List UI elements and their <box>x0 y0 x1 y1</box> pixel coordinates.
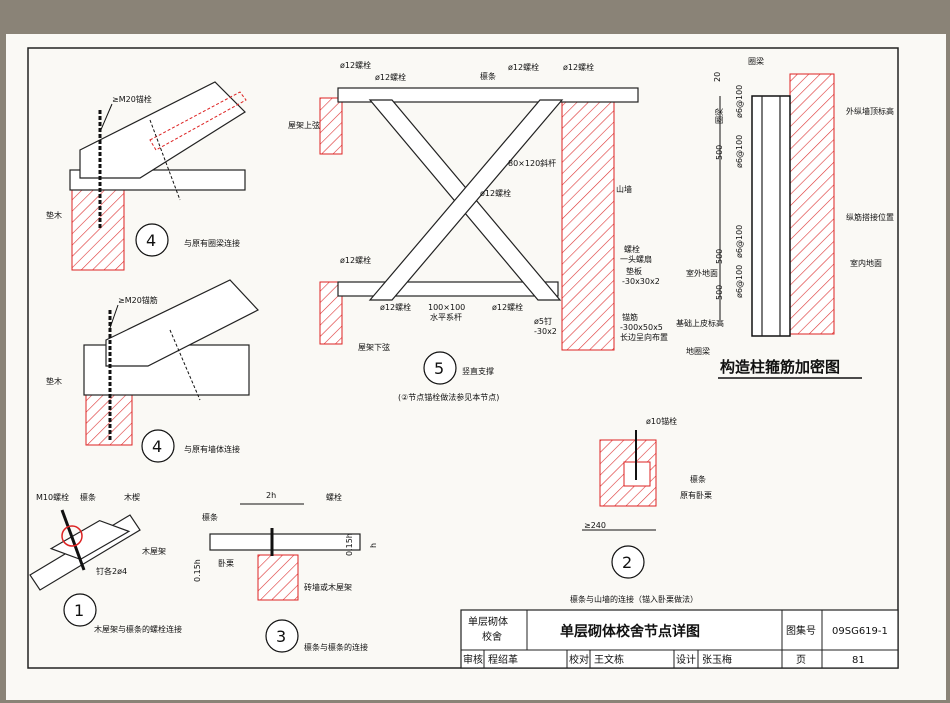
tb-reviewer: 程绍革 <box>488 653 518 666</box>
col-ring-beam: 圈梁 <box>748 57 764 66</box>
d3-h: h <box>369 543 378 548</box>
tb-title: 单层砌体校舍节点详图 <box>560 623 700 640</box>
col-indoor: 室内地面 <box>850 258 882 268</box>
d5-bolt3: ø12螺栓 <box>508 62 539 72</box>
d1-bolt: M10螺栓 <box>36 492 69 502</box>
d5-member: 80×120斜杆 <box>508 158 556 168</box>
d5-center-bolt: ø12螺栓 <box>480 188 511 198</box>
d5-bolt4: ø12螺栓 <box>563 62 594 72</box>
d5-caption: 竖直支撑 <box>462 366 494 376</box>
d3-h015a: 0.15h <box>193 559 202 582</box>
tb-category-1: 单层砌体 <box>468 616 508 628</box>
d4a-bolt-label: ≥M20锚栓 <box>112 94 152 104</box>
d4b-caption: 与原有墙体连接 <box>184 444 240 454</box>
detail-4-ring-beam: ≥M20锚栓 垫木 4 与原有圈梁连接 <box>46 81 247 271</box>
d5-bottom-bolt-r: ø12螺栓 <box>492 302 523 312</box>
d3-h015b: 0.15h <box>345 533 354 556</box>
column-title: 构造柱箍筋加密图 <box>720 358 840 376</box>
col-ext-top: 外纵墙顶标高 <box>846 106 894 116</box>
d5-anchor-1: 螺栓 <box>624 244 640 254</box>
col-outdoor: 室外地面 <box>686 268 718 278</box>
d5-anchor-4: -30x30x2 <box>622 277 660 286</box>
col-st4: ø6@100 <box>735 265 744 298</box>
tb-page-no: 81 <box>852 655 865 666</box>
d2-beam: 原有卧栗 <box>680 490 712 500</box>
column-stirrup-detail: 圈梁 圈梁 20 500 500 500 ø6@100 ø6@100 ø6@10… <box>676 57 894 379</box>
d5-anchor-3: 垫板 <box>626 266 642 276</box>
d1-purlin: 檩条 <box>80 492 96 502</box>
col-dim-500c: 500 <box>715 285 724 300</box>
d5-nail-2: -30x2 <box>534 327 557 336</box>
d5-number: 5 <box>434 359 444 378</box>
col-ground-beam: 地圈梁 <box>686 346 710 356</box>
d5-note: (②节点锚栓做法参见本节点) <box>398 392 499 402</box>
detail-2-gable-connection: ø10锚栓 檩条 原有卧栗 ≥240 2 檩条与山墙的连接（锚入卧栗做法） <box>570 416 712 604</box>
d4b-bolt-label: ≥M20锚筋 <box>118 295 158 305</box>
d5-bolt-left: ø12螺栓 <box>340 255 371 265</box>
tb-review-label: 审核 <box>463 653 483 666</box>
d2-dim: ≥240 <box>584 521 606 530</box>
d3-purlin: 檩条 <box>202 512 218 522</box>
d3-caption: 檩条与檩条的连接 <box>304 642 368 652</box>
d5-hmember-2: 水平系杆 <box>430 312 462 322</box>
d5-strip-2: -300x50x5 <box>620 323 663 332</box>
d5-strip-1: 锚筋 <box>622 312 638 322</box>
d2-bolt: ø10锚栓 <box>646 416 677 426</box>
col-st1: ø6@100 <box>735 85 744 118</box>
d1-nail: 钉各2ø4 <box>96 566 127 576</box>
d5-nail-1: ø5钉 <box>534 316 552 326</box>
tb-atlas-label: 图集号 <box>786 624 816 637</box>
d4b-number: 4 <box>152 437 162 456</box>
col-ring-beam-side: 圈梁 <box>715 108 724 124</box>
d3-support: 砖墙或木屋架 <box>304 582 352 592</box>
d5-bolt1: ø12螺栓 <box>340 60 371 70</box>
d3-dim: 2h <box>266 491 276 500</box>
d1-number: 1 <box>74 601 84 620</box>
d3-number: 3 <box>276 627 286 646</box>
title-block: 单层砌体 校舍 单层砌体校舍节点详图 图集号 09SG619-1 审核 程绍革 … <box>460 609 899 669</box>
d5-hmember-1: 100×100 <box>428 303 465 312</box>
d1-caption: 木屋架与檩条的螺栓连接 <box>94 624 182 634</box>
tb-page-label: 页 <box>796 654 806 666</box>
d2-purlin: 檩条 <box>690 474 706 484</box>
d2-caption: 檩条与山墙的连接（锚入卧栗做法） <box>570 594 698 604</box>
d5-top-chord: 屋架上弦 <box>288 120 320 130</box>
d2-number: 2 <box>622 553 632 572</box>
d5-strip-3: 长边呈向布置 <box>620 332 668 342</box>
col-dim-500a: 500 <box>715 145 724 160</box>
detail-4-wall: ≥M20锚筋 垫木 4 与原有墙体连接 <box>46 279 259 463</box>
d4a-number: 4 <box>146 231 156 250</box>
detail-3-purlin-splice: 2h 螺栓 檩条 卧栗 0.15h 0.15h h 砖墙或木屋架 3 檩条与檩条… <box>193 491 378 653</box>
d1-wood: 木楔 <box>124 492 140 502</box>
d5-bottom-bolt-l: ø12螺栓 <box>380 302 411 312</box>
d1-truss: 木屋架 <box>142 546 166 556</box>
col-foundation: 基础上皮标高 <box>676 318 724 328</box>
col-st2: ø6@100 <box>735 135 744 168</box>
col-splice: 纵筋搭接位置 <box>846 212 894 222</box>
tb-designer: 张玉梅 <box>702 653 732 666</box>
detail-5-bracing: ø12螺栓 ø12螺栓 ø12螺栓 ø12螺栓 檩条 屋架上弦 80×120斜杆… <box>288 60 668 402</box>
col-dim-500b: 500 <box>715 249 724 264</box>
tb-atlas-no: 09SG619-1 <box>832 626 888 637</box>
tb-category-2: 校舍 <box>482 630 502 643</box>
d5-anchor-2: 一头螺扇 <box>620 254 652 264</box>
d5-bottom-chord: 屋架下弦 <box>358 342 390 352</box>
d5-bolt2: ø12螺栓 <box>375 72 406 82</box>
d4a-pad-label: 垫木 <box>46 210 62 220</box>
d4b-pad-label: 垫木 <box>46 376 62 386</box>
tb-checker: 王文栋 <box>594 653 624 666</box>
d4a-caption: 与原有圈梁连接 <box>184 238 240 248</box>
d3-bolt: 螺栓 <box>326 492 342 502</box>
d3-hard: 卧栗 <box>218 559 234 568</box>
tb-check-label: 校对 <box>569 653 589 666</box>
col-st3: ø6@100 <box>735 225 744 258</box>
col-dim-20: 20 <box>713 72 722 82</box>
detail-1-bolt: M10螺栓 檩条 木楔 木屋架 钉各2ø4 1 木屋架与檩条的螺栓连接 <box>29 492 182 634</box>
d5-purlin: 檩条 <box>480 71 496 81</box>
tb-design-label: 设计 <box>676 653 696 666</box>
d5-gable: 山墙 <box>616 184 632 194</box>
